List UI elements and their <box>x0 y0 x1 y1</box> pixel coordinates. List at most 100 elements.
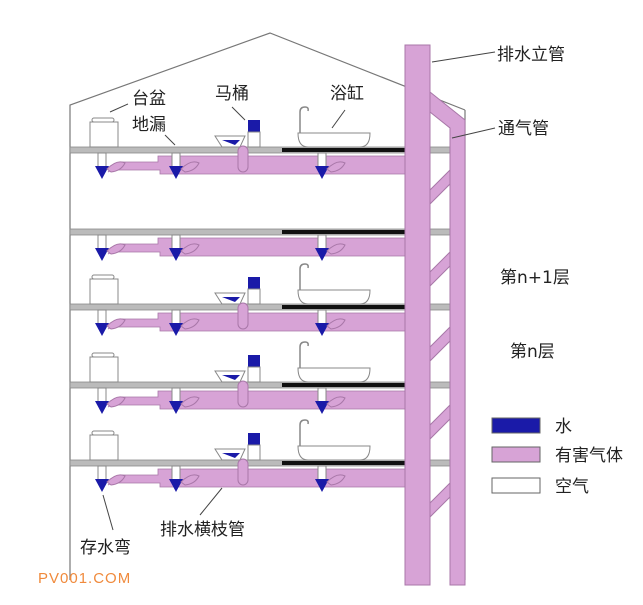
toilet-water <box>222 297 240 302</box>
trap-outlet <box>180 474 200 486</box>
trap-outlet <box>180 161 200 173</box>
label-branch-text: 排水横枝管 <box>160 520 245 540</box>
slab-dark-section <box>282 305 405 309</box>
toilet-tank-icon <box>247 444 261 461</box>
label-vent-text: 通气管 <box>498 119 549 139</box>
trap-outlet <box>180 318 200 330</box>
bathtub-icon <box>297 445 371 461</box>
label-floor-drain: 地漏 <box>132 115 176 146</box>
toilet-outlet <box>237 458 249 486</box>
basin-icon <box>91 274 115 280</box>
toilet-tank-icon <box>247 131 261 148</box>
water-trap-icon <box>169 323 183 336</box>
toilet-outlet <box>237 145 249 173</box>
trap-outlet <box>326 243 346 255</box>
trap-outlet <box>326 474 346 486</box>
label-toilet: 马桶 <box>215 84 249 121</box>
drain-branch-pipe <box>107 390 406 410</box>
legend-label: 水 <box>555 417 572 437</box>
label-floor-drain-text: 地漏 <box>132 115 166 135</box>
label-vent: 通气管 <box>451 119 549 139</box>
label-basin-text: 台盆 <box>132 89 166 109</box>
drain-branch-pipe <box>107 312 406 332</box>
water-trap-icon <box>95 401 109 414</box>
legend-swatch-water <box>491 417 541 434</box>
water-trap-icon <box>169 248 183 261</box>
trap-outlet <box>180 396 200 408</box>
water-trap-icon <box>95 479 109 492</box>
toilet-tank-water <box>248 355 260 367</box>
label-stack-text: 排水立管 <box>497 45 565 65</box>
toilet-outlet <box>237 302 249 330</box>
legend-item-gas: 有害气体 <box>491 446 623 466</box>
label-floor-lower: 第n层 <box>510 342 555 362</box>
floor-5 <box>69 419 466 492</box>
trap-inlet <box>317 152 327 168</box>
bathtub-faucet-icon <box>299 419 309 446</box>
trap-inlet <box>171 234 181 250</box>
bathtub-icon <box>297 289 371 305</box>
trap-inlet <box>97 309 107 325</box>
toilet-water <box>222 140 240 145</box>
legend-label: 有害气体 <box>555 446 623 466</box>
toilet-tank-icon <box>247 366 261 383</box>
trap-inlet <box>171 309 181 325</box>
vent-connector <box>429 325 451 363</box>
trap-inlet <box>171 387 181 403</box>
drain-branch-pipe <box>107 155 406 175</box>
label-bathtub: 浴缸 <box>330 83 364 129</box>
trap-inlet <box>171 152 181 168</box>
bathtub-faucet-icon <box>299 341 309 368</box>
trap-outlet <box>180 243 200 255</box>
toilet-tank-water <box>248 277 260 289</box>
floor-2 <box>69 228 466 261</box>
vent-pipe <box>429 90 466 586</box>
bathtub-faucet-icon <box>299 106 309 133</box>
basin-cabinet <box>89 434 119 461</box>
trap-outlet <box>326 396 346 408</box>
water-trap-icon <box>95 248 109 261</box>
toilet-tank-icon <box>247 288 261 305</box>
water-trap-icon <box>315 479 329 492</box>
vent-connector <box>429 168 451 206</box>
trap-outlet <box>106 474 126 486</box>
label-branch: 排水横枝管 <box>160 487 245 540</box>
legend-item-water: 水 <box>491 417 572 437</box>
trap-outlet <box>326 318 346 330</box>
trap-inlet <box>97 465 107 481</box>
basin-cabinet <box>89 356 119 383</box>
label-basin: 台盆 <box>109 89 166 113</box>
water-trap-icon <box>169 401 183 414</box>
water-trap-icon <box>315 166 329 179</box>
toilet-tank-water <box>248 433 260 445</box>
trap-inlet <box>317 309 327 325</box>
label-toilet-text: 马桶 <box>215 84 249 104</box>
floor-1 <box>69 106 466 179</box>
basin-icon <box>91 352 115 358</box>
toilet-water <box>222 453 240 458</box>
trap-inlet <box>97 387 107 403</box>
trap-outlet <box>106 243 126 255</box>
label-trap: 存水弯 <box>80 494 131 558</box>
water-trap-icon <box>169 479 183 492</box>
legend-swatch-air <box>491 477 541 494</box>
slab-dark-section <box>282 230 405 234</box>
bathtub-icon <box>297 367 371 383</box>
water-trap-icon <box>315 248 329 261</box>
trap-outlet <box>106 161 126 173</box>
drain-branch-pipe <box>107 237 406 257</box>
water-trap-icon <box>315 401 329 414</box>
legend-label: 空气 <box>555 477 589 497</box>
trap-outlet <box>326 161 346 173</box>
legend-item-air: 空气 <box>491 477 589 497</box>
drain-branch-pipe <box>107 468 406 488</box>
label-trap-text: 存水弯 <box>80 538 131 558</box>
toilet-water <box>222 375 240 380</box>
label-stack: 排水立管 <box>431 45 565 65</box>
vent-connector <box>429 250 451 288</box>
slab-dark-section <box>282 461 405 465</box>
trap-inlet <box>97 234 107 250</box>
floor-4 <box>69 341 466 414</box>
